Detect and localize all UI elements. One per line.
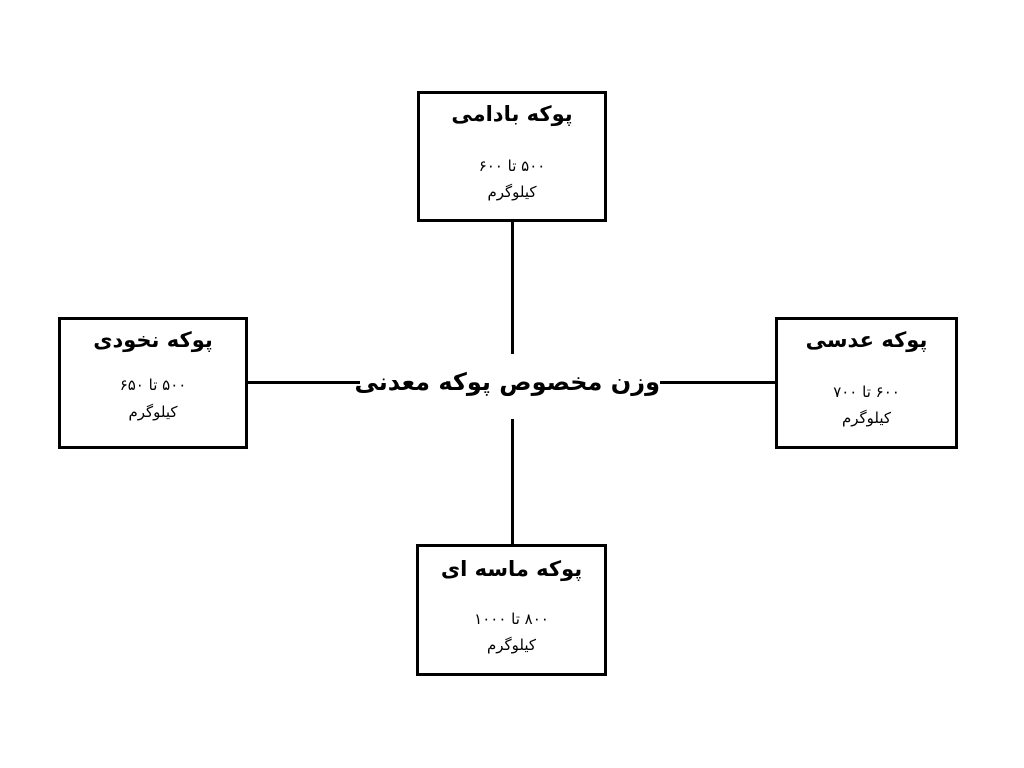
box-range: ۶۰۰ تا ۷۰۰ [833,383,900,401]
box-title: پوکه ماسه ای [440,557,583,581]
center-title: وزن مخصوص پوکه معدنی [354,364,660,400]
connector-right [648,381,777,384]
box-unit: کیلوگرم [128,403,178,421]
box-range: ۵۰۰ تا ۶۰۰ [478,157,546,175]
box-maseie: پوکه ماسه ای ۸۰۰ تا ۱۰۰۰ کیلوگرم [416,544,607,676]
box-title: پوکه بادامی [451,102,573,126]
connector-top [511,221,514,354]
box-unit: کیلوگرم [841,409,892,427]
box-range: ۸۰۰ تا ۱۰۰۰ [474,610,549,628]
box-adasi: پوکه عدسی ۶۰۰ تا ۷۰۰ کیلوگرم [775,317,958,449]
box-unit: کیلوگرم [486,636,537,654]
box-title: پوکه نخودی [93,328,213,352]
box-nokhodi: پوکه نخودی ۵۰۰ تا ۶۵۰ کیلوگرم [58,317,248,449]
box-title: پوکه عدسی [805,328,928,352]
connector-left [246,381,376,384]
box-unit: کیلوگرم [487,183,537,201]
box-range: ۵۰۰ تا ۶۵۰ [119,376,187,394]
connector-bottom [511,419,514,545]
box-badami: پوکه بادامی ۵۰۰ تا ۶۰۰ کیلوگرم [417,91,607,222]
